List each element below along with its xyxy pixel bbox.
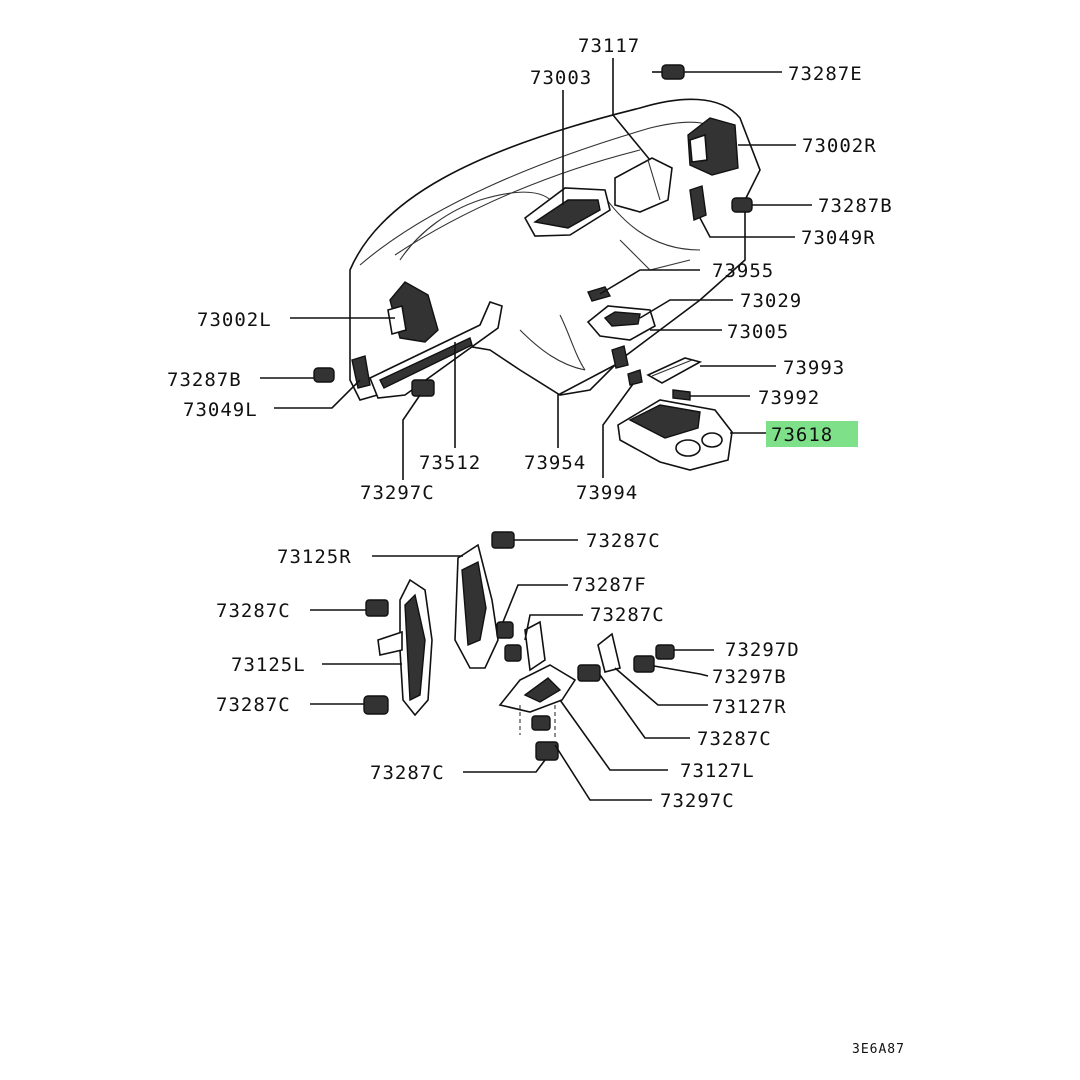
part-73287E-clip: [652, 64, 685, 80]
label-73127R: 73127R: [712, 696, 787, 718]
part-73002R-vent: [687, 117, 739, 176]
diagram-code: 3E6A87: [852, 1042, 905, 1057]
label-73955: 73955: [712, 260, 774, 282]
label-73297C-bottom: 73297C: [660, 790, 735, 812]
label-73287C-f: 73287C: [370, 762, 445, 784]
label-73003: 73003: [530, 67, 592, 89]
leader-lines: [260, 58, 812, 801]
label-73117: 73117: [578, 35, 640, 57]
part-73512-bar: [368, 301, 503, 399]
label-73297B: 73297B: [712, 666, 787, 688]
label-73287B-left: 73287B: [167, 369, 242, 391]
part-73125R-bracket: [454, 543, 499, 669]
part-73049R-bracket: [689, 185, 707, 221]
label-73994: 73994: [576, 482, 638, 504]
part-73127L-bracket: [498, 620, 577, 713]
part-73992: [672, 389, 691, 401]
part-73125L-bracket: [377, 578, 433, 717]
label-73287C-d: 73287C: [216, 694, 291, 716]
label-73127L: 73127L: [680, 760, 755, 782]
label-73618: 73618: [771, 424, 833, 446]
part-73994: [627, 369, 643, 386]
highlight-73618: [766, 421, 858, 447]
label-73125L: 73125L: [231, 654, 306, 676]
part-73049L-bracket: [351, 355, 371, 389]
label-73287F: 73287F: [572, 574, 647, 596]
label-73002L: 73002L: [197, 309, 272, 331]
label-73002R: 73002R: [802, 135, 877, 157]
part-73117-duct: [614, 157, 673, 213]
label-73005: 73005: [727, 321, 789, 343]
part-73954: [611, 345, 629, 369]
label-73954: 73954: [524, 452, 586, 474]
label-73992: 73992: [758, 387, 820, 409]
label-73029: 73029: [740, 290, 802, 312]
part-73127R-bracket: [597, 632, 621, 673]
part-73287B-top-clip: [731, 197, 753, 213]
label-73993: 73993: [783, 357, 845, 379]
label-73125R: 73125R: [277, 546, 352, 568]
label-73287E: 73287E: [788, 63, 863, 85]
label-73287C-e: 73287C: [697, 728, 772, 750]
label-73049L: 73049L: [183, 399, 258, 421]
label-73287C-b: 73287C: [216, 600, 291, 622]
part-73618-box: [617, 399, 733, 471]
label-73287C-a: 73287C: [586, 530, 661, 552]
lower-fasteners: [363, 531, 675, 761]
label-73287C-c: 73287C: [590, 604, 665, 626]
part-73297C-top-screw: [411, 379, 435, 397]
label-73512: 73512: [419, 452, 481, 474]
part-73993: [646, 357, 703, 384]
label-73049R: 73049R: [801, 227, 876, 249]
label-73297C-top: 73297C: [360, 482, 435, 504]
label-73297D: 73297D: [725, 639, 800, 661]
part-73029-73005: [586, 305, 656, 341]
part-73002L-vent: [387, 281, 439, 343]
part-73287B-left-clip: [313, 367, 335, 383]
label-73287B-top: 73287B: [818, 195, 893, 217]
part-labels: 73117 73003 73287E 73002R 73287B 73049R …: [167, 35, 905, 1057]
